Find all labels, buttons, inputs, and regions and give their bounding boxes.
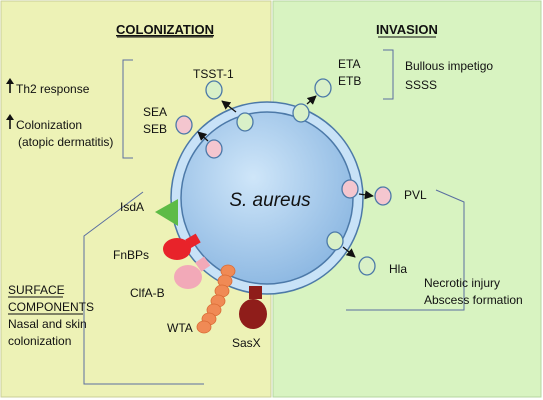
vesicle-hla-released — [358, 256, 376, 276]
ssss-label: SSSS — [405, 78, 437, 92]
pvl-vesicle-group — [341, 179, 392, 206]
vesicle-tsst1-released — [205, 80, 223, 100]
up-arrow-icon — [6, 114, 14, 129]
bullous-impetigo-label: Bullous impetigo — [405, 59, 493, 73]
eta-label: ETA — [338, 57, 360, 71]
atopic-dermatitis-label: (atopic dermatitis) — [18, 135, 113, 149]
eta-vesicle-group — [292, 78, 332, 123]
colonization-sub-label: colonization — [8, 334, 71, 348]
right-bottom-bracket — [346, 189, 465, 311]
sasx-shape — [239, 286, 267, 329]
nasal-skin-label: Nasal and skin — [8, 317, 87, 331]
arrow-eta — [306, 95, 317, 105]
surface-heading-line2: COMPONENTS — [8, 300, 94, 314]
vesicle-eta-released — [314, 78, 332, 98]
arrow-tsst1 — [221, 100, 237, 113]
seb-label: SEB — [143, 122, 167, 136]
vesicle-tsst1-ring — [236, 112, 254, 132]
etb-label: ETB — [338, 74, 361, 88]
isda-label: IsdA — [120, 200, 144, 214]
wta-chain — [196, 264, 236, 334]
vesicle-sea-released — [175, 115, 193, 135]
up-arrow-icon — [6, 78, 14, 93]
arrow-hla — [342, 246, 356, 258]
vesicle-eta-ring — [292, 103, 310, 123]
vesicle-hla-ring — [326, 231, 344, 251]
tsst1-vesicle-group — [205, 80, 254, 132]
hla-vesicle-group — [326, 231, 376, 276]
sasx-label: SasX — [232, 336, 261, 350]
vesicle-pvl-released — [374, 186, 392, 206]
clfab-shape — [174, 256, 211, 289]
surface-bracket — [83, 191, 204, 385]
tsst1-label: TSST-1 — [193, 67, 234, 81]
arrow-pvl — [358, 190, 374, 200]
colonization-label: Colonization — [16, 118, 82, 132]
wta-label: WTA — [167, 321, 193, 335]
sea-vesicle-group — [175, 115, 223, 159]
vesicle-sea-ring — [205, 139, 223, 159]
clfab-label: ClfA-B — [130, 286, 165, 300]
isda-triangle — [155, 199, 178, 226]
necrotic-injury-label: Necrotic injury — [424, 276, 500, 290]
s-aureus-label: S. aureus — [229, 190, 311, 211]
hla-label: Hla — [389, 262, 407, 276]
invasion-title: INVASION — [376, 22, 438, 37]
left-effects-bracket — [122, 59, 133, 159]
th2-response-label: Th2 response — [16, 82, 90, 96]
surface-heading-line1: SURFACE — [8, 283, 65, 297]
abscess-formation-label: Abscess formation — [424, 293, 523, 307]
arrow-sea — [197, 131, 209, 142]
fnbps-shape — [163, 233, 201, 260]
right-top-bracket — [383, 49, 394, 100]
fnbps-label: FnBPs — [113, 248, 149, 262]
sea-label: SEA — [143, 105, 167, 119]
colonization-title: COLONIZATION — [116, 22, 214, 37]
vesicle-pvl-ring — [341, 179, 359, 199]
pvl-label: PVL — [404, 188, 427, 202]
